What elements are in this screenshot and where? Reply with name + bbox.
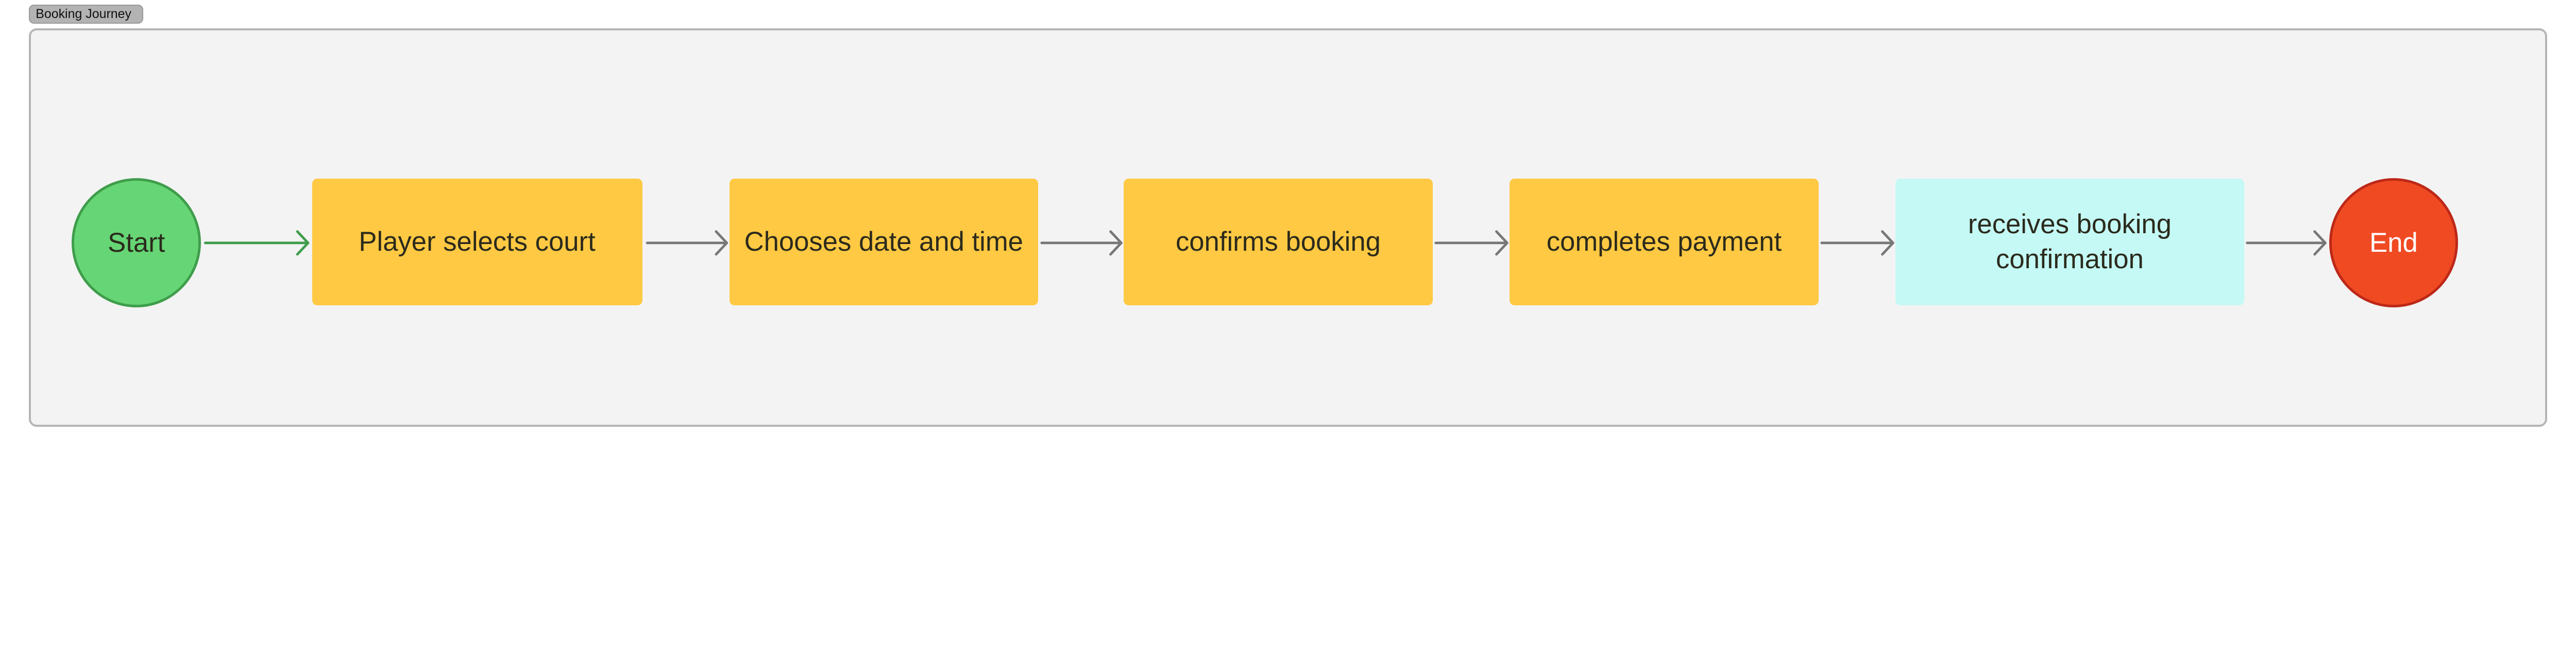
- step-receive-confirmation[interactable]: receives booking confirmation: [1895, 179, 2244, 306]
- step-confirm-booking[interactable]: confirms booking: [1124, 179, 1433, 306]
- step-label: confirms booking: [1175, 226, 1381, 257]
- edge-arrow: [204, 230, 310, 256]
- edge-arrow: [2246, 230, 2327, 256]
- edge-arrow: [646, 230, 728, 256]
- step-select-court[interactable]: Player selects court: [312, 179, 642, 306]
- end-node[interactable]: End: [2329, 178, 2459, 308]
- step-label: completes payment: [1546, 226, 1782, 257]
- step-label: Chooses date and time: [744, 226, 1023, 257]
- step-label: Player selects court: [359, 226, 596, 257]
- edges-layer: [204, 230, 2327, 256]
- edge-arrow: [1040, 230, 1123, 256]
- step-label: receives booking confirmation: [1968, 209, 2172, 275]
- start-label: Start: [108, 227, 165, 258]
- group-label: Booking Journey: [29, 5, 143, 24]
- step-choose-date-time[interactable]: Chooses date and time: [729, 179, 1038, 306]
- edge-arrow: [1820, 230, 1894, 256]
- step-complete-payment[interactable]: completes payment: [1510, 179, 1819, 306]
- start-node[interactable]: Start: [72, 178, 201, 308]
- edge-arrow: [1434, 230, 1509, 256]
- end-label: End: [2369, 227, 2418, 258]
